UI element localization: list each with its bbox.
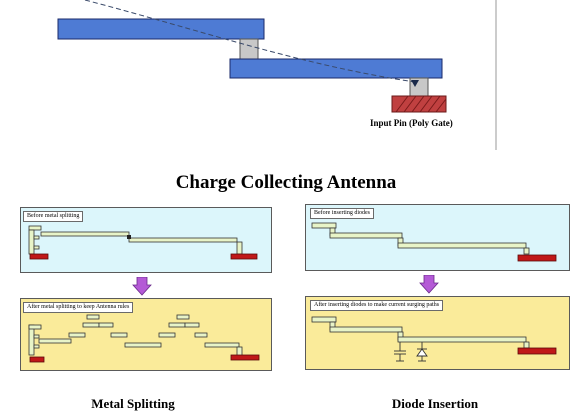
before-routing-wires: [28, 225, 243, 255]
diode-before-panel: Before inserting diodes: [305, 204, 570, 271]
via-1: [239, 38, 259, 60]
input-pin-label: Input Pin (Poly Gate): [370, 118, 453, 128]
diode-before-wires: [311, 222, 530, 255]
metal-after-panel: After metal splitting to keep Antenna ru…: [20, 298, 272, 371]
main-title: Charge Collecting Antenna: [175, 172, 397, 193]
split-routing-wires: [28, 314, 243, 358]
upper-metal-bar: [57, 18, 265, 40]
diode-after-wires: [311, 316, 530, 349]
after-pin-left: [29, 356, 45, 363]
diode-icon: [416, 342, 428, 362]
left-down-arrow-icon: [132, 277, 152, 296]
lower-metal-bar: [229, 58, 443, 79]
after-diodes-label: After inserting diodes to make current s…: [310, 300, 444, 311]
before-via: [127, 235, 131, 239]
before-diodes-label: Before inserting diodes: [310, 208, 374, 219]
capacitor-icon: [394, 342, 406, 362]
after-splitting-label: After metal splitting to keep Antenna ru…: [23, 302, 134, 313]
metal-splitting-caption: Metal Splitting: [91, 396, 175, 411]
diode-insertion-caption: Diode Insertion: [391, 396, 479, 411]
before-splitting-label: Before metal splitting: [23, 211, 84, 222]
diode-before-pin: [517, 254, 557, 262]
diode-after-pin: [517, 347, 557, 355]
metal-before-panel: Before metal splitting: [20, 207, 272, 273]
charge-arrow-icon: [411, 80, 419, 87]
before-pin-left: [29, 253, 49, 260]
right-down-arrow-icon: [419, 275, 439, 294]
diode-after-panel: After inserting diodes to make current s…: [305, 296, 570, 370]
antenna-diagram: [57, 0, 497, 150]
charge-path-curve: [84, 0, 416, 83]
before-pin-right: [230, 253, 258, 260]
after-pin-right: [230, 354, 260, 361]
pin-hatch: [395, 95, 447, 113]
